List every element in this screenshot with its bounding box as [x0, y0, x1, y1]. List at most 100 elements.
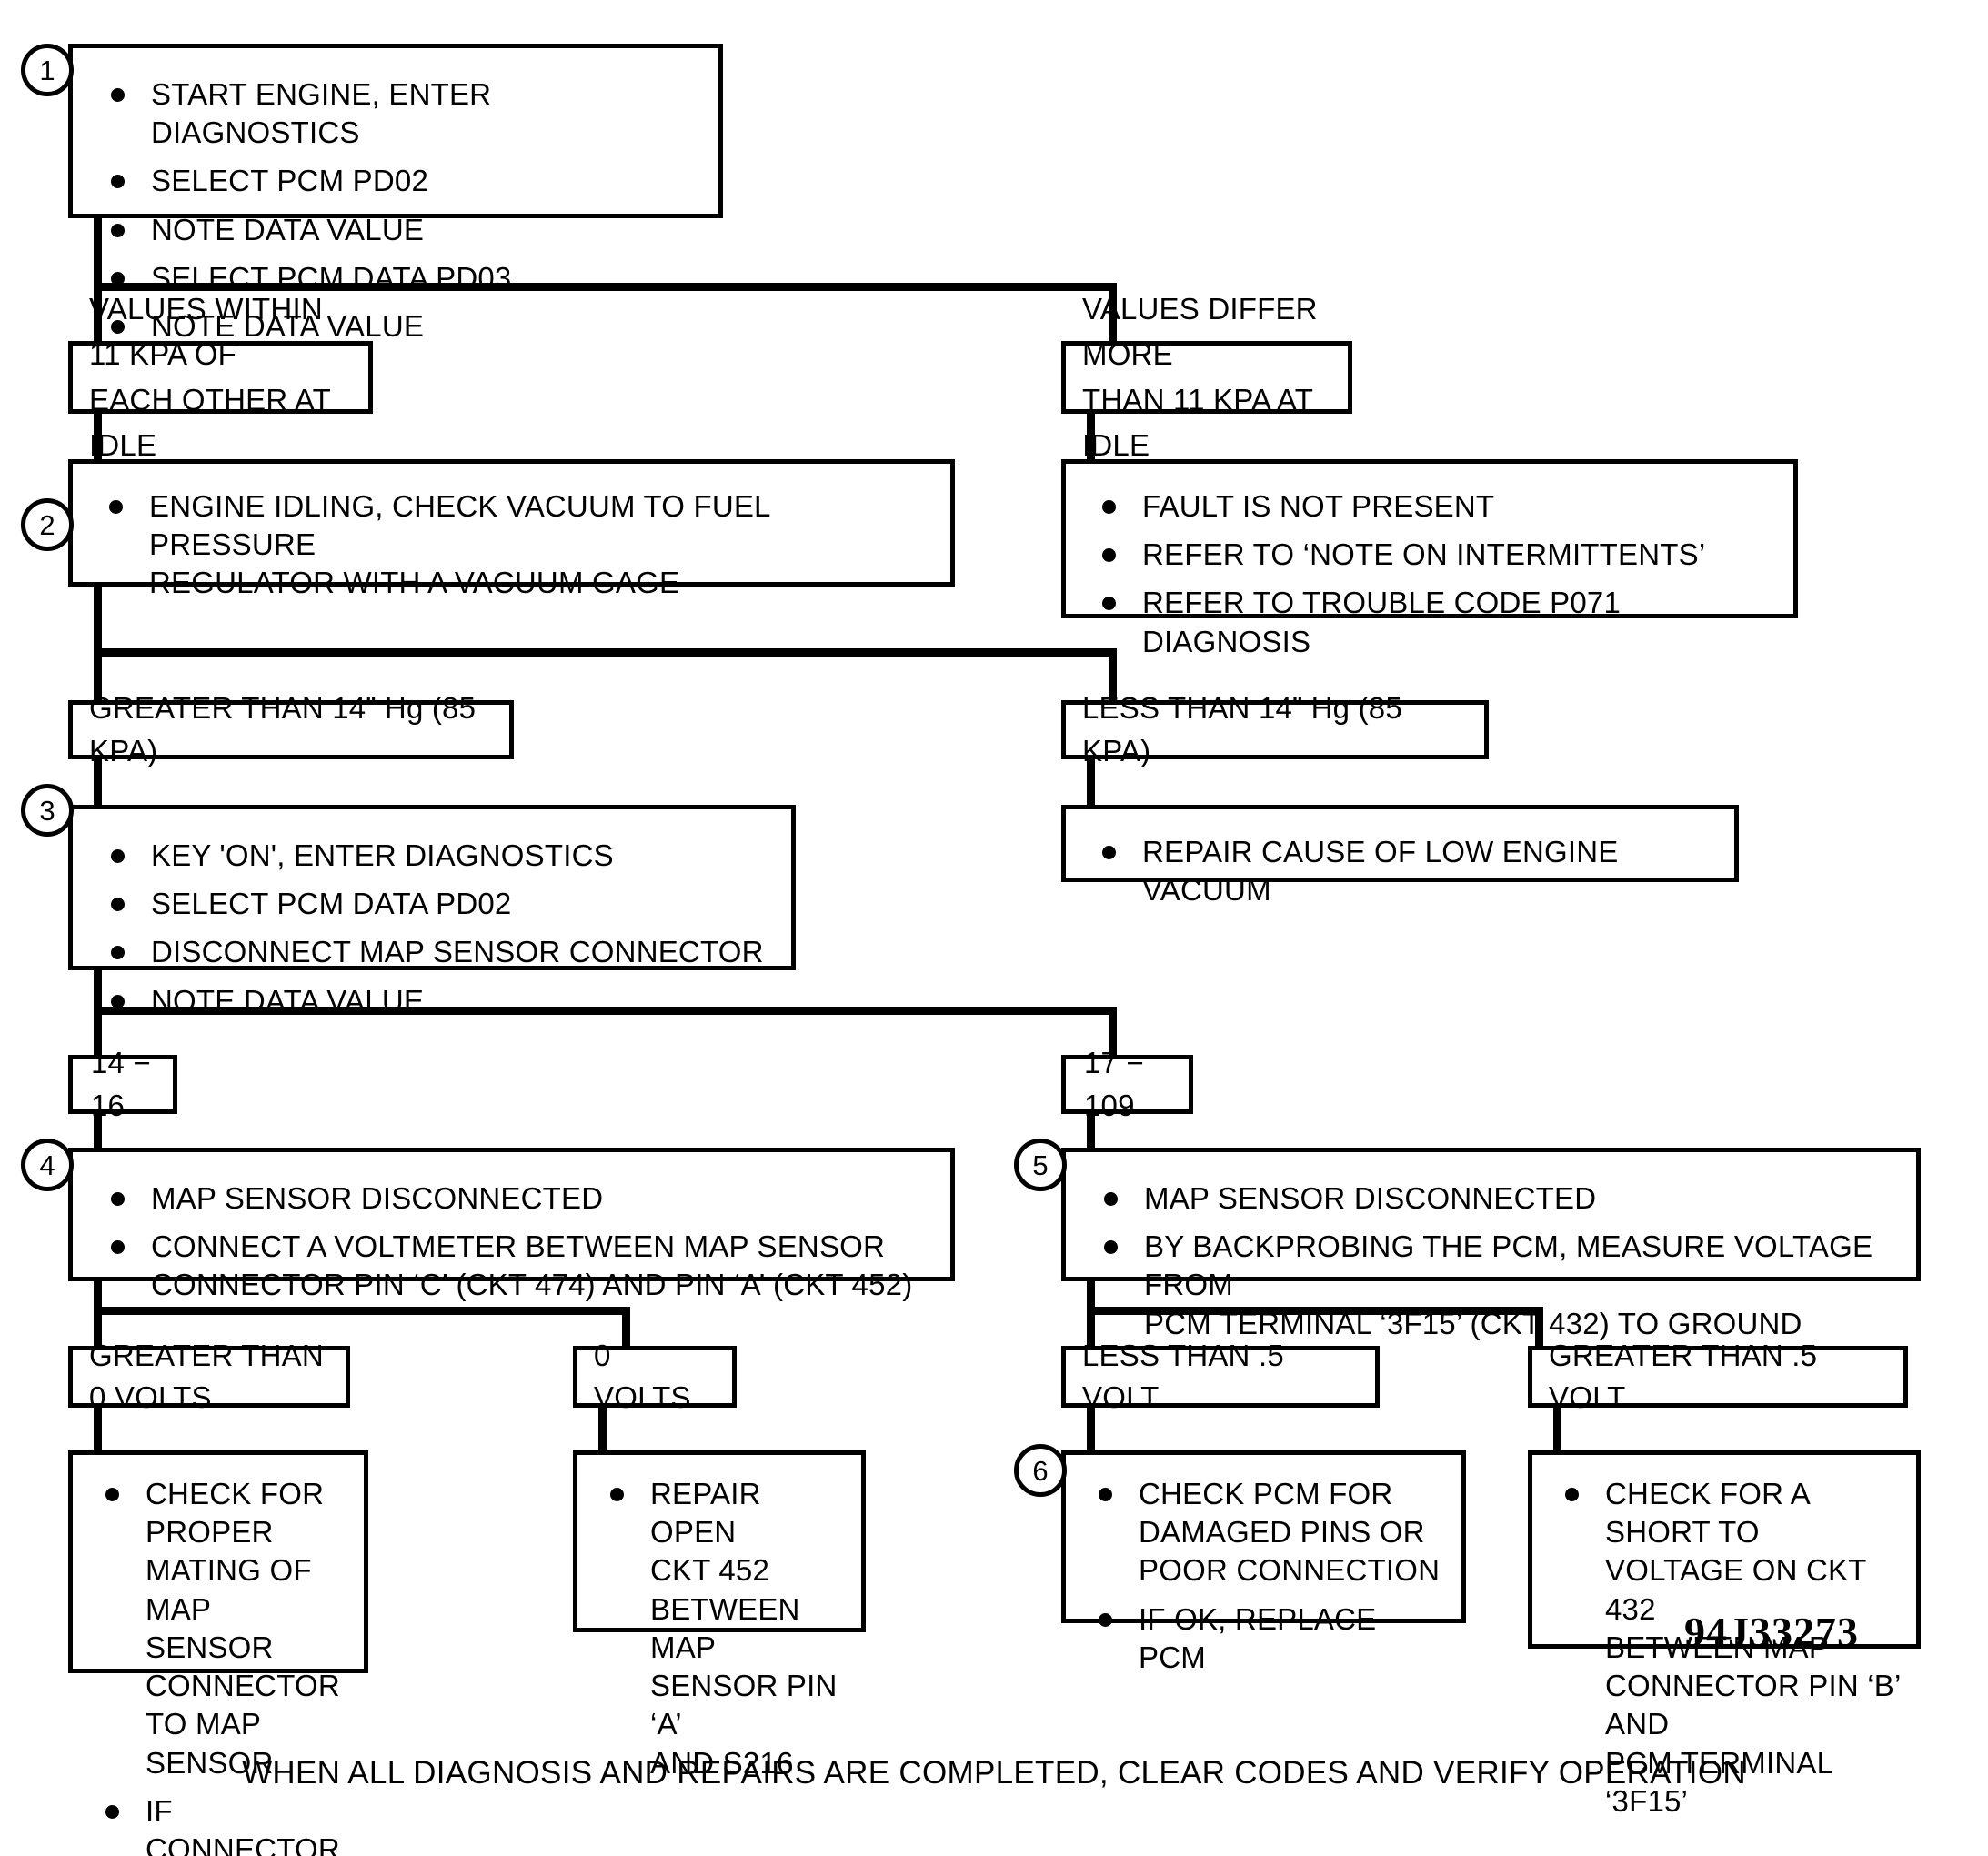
bullet-icon [1565, 1488, 1579, 1501]
bullet-icon [111, 271, 125, 286]
bullet-icon [111, 223, 125, 237]
step-5-box: MAP SENSOR DISCONNECTED BY BACKPROBING T… [1061, 1148, 1921, 1340]
step-3-item-0: KEY 'ON', ENTER DIAGNOSTICS [151, 838, 614, 872]
connector-step2-down [94, 584, 102, 655]
step-4-box: MAP SENSOR DISCONNECTED CONNECT A VOLTME… [68, 1148, 955, 1301]
outcome-fault-not-present-list: FAULT IS NOT PRESENT REFER TO ‘NOTE ON I… [1086, 487, 1777, 661]
outcome-check-mating-item-1: IF CONNECTOR IS OK, REPLACE MAP SENSOR [146, 1793, 340, 1856]
condition-volts-less-half-text: LESS THAN .5 VOLT [1082, 1338, 1284, 1414]
bullet-icon [111, 994, 125, 1008]
step-3-item-3: NOTE DATA VALUE [151, 983, 425, 1018]
bullet-icon [1102, 597, 1116, 611]
connector-volts-greater-half-down [1553, 1403, 1561, 1456]
step-1-item-1: SELECT PCM PD02 [151, 164, 428, 198]
list-item: CHECK FOR A SHORT TO VOLTAGE ON CKT 432 … [1549, 1475, 1903, 1821]
list-item: START ENGINE, ENTER DIAGNOSTICS [95, 75, 698, 152]
step-5-list: MAP SENSOR DISCONNECTED BY BACKPROBING T… [1088, 1179, 1896, 1343]
outcome-check-mating-box: CHECK FOR PROPER MATING OF MAP SENSOR CO… [68, 1450, 368, 1856]
step-6-box: CHECK PCM FOR DAMAGED PINS OR POOR CONNE… [1061, 1450, 1466, 1674]
step-6-item-0: CHECK PCM FOR DAMAGED PINS OR POOR CONNE… [1139, 1477, 1441, 1588]
outcome-check-mating-list: CHECK FOR PROPER MATING OF MAP SENSOR CO… [89, 1475, 351, 1856]
condition-range-low-text: 14 − 16 [91, 1046, 151, 1122]
condition-vacuum-greater-text: GREATER THAN 14” Hg (85 KPA) [89, 691, 477, 767]
condition-vacuum-greater-box: GREATER THAN 14” Hg (85 KPA) [68, 691, 514, 767]
step-1-item-3: SELECT PCM DATA PD03 [151, 260, 512, 295]
bullet-icon [111, 1240, 125, 1255]
list-item: SELECT PCM PD02 [95, 162, 698, 200]
bullet-icon [111, 849, 125, 863]
condition-range-high-box: 17 − 109 [1061, 1046, 1193, 1122]
step-4-item-0: MAP SENSOR DISCONNECTED [151, 1181, 604, 1215]
step-number-6-label: 6 [1032, 1454, 1049, 1487]
list-item: IF CONNECTOR IS OK, REPLACE MAP SENSOR [89, 1792, 351, 1856]
list-item: CHECK FOR PROPER MATING OF MAP SENSOR CO… [89, 1475, 351, 1782]
list-item: REPAIR OPEN CKT 452 BETWEEN MAP SENSOR P… [594, 1475, 848, 1782]
list-item: NOTE DATA VALUE [95, 307, 698, 346]
outcome-repair-low-vacuum-item-0: REPAIR CAUSE OF LOW ENGINE VACUUM [1142, 835, 1619, 908]
footer-note: WHEN ALL DIAGNOSIS AND REPAIRS ARE COMPL… [242, 1755, 1746, 1791]
connector-range-high-down [1087, 1109, 1095, 1162]
connector-branch-c-right-down [1109, 1007, 1117, 1061]
step-number-5: 5 [1014, 1139, 1067, 1191]
step-4-list: MAP SENSOR DISCONNECTED CONNECT A VOLTME… [95, 1179, 930, 1305]
outcome-repair-open-ckt452-box: REPAIR OPEN CKT 452 BETWEEN MAP SENSOR P… [573, 1450, 866, 1780]
list-item: REFER TO ‘NOTE ON INTERMITTENTS’ [1086, 536, 1777, 574]
condition-range-high-text: 17 − 109 [1084, 1046, 1144, 1122]
condition-volts-greater-half-text: GREATER THAN .5 VOLT [1549, 1338, 1818, 1414]
step-3-box: KEY 'ON', ENTER DIAGNOSTICS SELECT PCM D… [68, 805, 796, 1018]
connector-step3-down [94, 968, 102, 1033]
condition-volts-greater-zero-box: GREATER THAN 0 VOLTS [68, 1339, 350, 1414]
outcome-check-short-ckt432-list: CHECK FOR A SHORT TO VOLTAGE ON CKT 432 … [1549, 1475, 1903, 1821]
bullet-icon [105, 1488, 119, 1501]
step-2-item-0: ENGINE IDLING, CHECK VACUUM TO FUEL PRES… [149, 489, 770, 600]
step-2-list: ENGINE IDLING, CHECK VACUUM TO FUEL PRES… [93, 487, 934, 603]
condition-values-differ-text: VALUES DIFFER MORE THAN 11 KPA AT IDLE [1082, 291, 1318, 463]
list-item: MAP SENSOR DISCONNECTED [1088, 1179, 1896, 1218]
connector-branch-d-left [94, 1307, 630, 1315]
condition-values-within-box: VALUES WITHIN 11 KPA OF EACH OTHER AT ID… [68, 292, 373, 462]
bullet-icon [105, 1804, 119, 1819]
step-3-item-2: DISCONNECT MAP SENSOR CONNECTOR [151, 935, 764, 969]
list-item: DISCONNECT MAP SENSOR CONNECTOR [95, 933, 771, 971]
connector-volts-greater-zero-down [94, 1403, 102, 1456]
bullet-icon [111, 898, 125, 912]
bullet-icon [1102, 548, 1116, 563]
bullet-icon [1104, 1192, 1118, 1206]
outcome-check-mating-item-0: CHECK FOR PROPER MATING OF MAP SENSOR CO… [146, 1477, 340, 1780]
list-item: CHECK PCM FOR DAMAGED PINS OR POOR CONNE… [1082, 1475, 1449, 1590]
list-item: SELECT PCM DATA PD03 [95, 259, 698, 297]
step-number-1-label: 1 [39, 54, 55, 86]
connector-step1-down [94, 216, 102, 287]
bullet-icon [109, 500, 123, 514]
step-number-4-label: 4 [39, 1149, 55, 1181]
condition-values-differ-box: VALUES DIFFER MORE THAN 11 KPA AT IDLE [1061, 292, 1352, 462]
step-number-3-label: 3 [39, 794, 55, 827]
step-number-2-label: 2 [39, 508, 55, 541]
condition-volts-zero-text: 0 VOLTS [594, 1338, 691, 1414]
connector-volts-zero-down [598, 1403, 607, 1456]
connector-range-low-down [94, 1109, 102, 1162]
outcome-fault-item-1: REFER TO ‘NOTE ON INTERMITTENTS’ [1142, 537, 1706, 572]
condition-volts-zero-box: 0 VOLTS [573, 1339, 737, 1414]
step-1-item-0: START ENGINE, ENTER DIAGNOSTICS [151, 77, 492, 150]
list-item: REFER TO TROUBLE CODE P071 DIAGNOSIS [1086, 584, 1777, 660]
outcome-repair-open-ckt452-item-0: REPAIR OPEN CKT 452 BETWEEN MAP SENSOR P… [650, 1477, 838, 1780]
list-item: CONNECT A VOLTMETER BETWEEN MAP SENSOR C… [95, 1228, 930, 1304]
connector-branch-b-right-down [1109, 648, 1117, 705]
connector-vacuum-greater-down [94, 755, 102, 809]
connector-volts-less-half-down [1087, 1403, 1095, 1456]
connector-branch-b-left-down [94, 648, 102, 705]
condition-values-within-text: VALUES WITHIN 11 KPA OF EACH OTHER AT ID… [89, 291, 331, 463]
bullet-icon [111, 88, 125, 102]
step-6-list: CHECK PCM FOR DAMAGED PINS OR POOR CONNE… [1082, 1475, 1449, 1677]
outcome-fault-item-0: FAULT IS NOT PRESENT [1142, 489, 1495, 523]
connector-branch-c-left-down [94, 1007, 102, 1061]
bullet-icon [1099, 1612, 1112, 1627]
list-item: MAP SENSOR DISCONNECTED [95, 1179, 930, 1218]
step-1-list: START ENGINE, ENTER DIAGNOSTICS SELECT P… [95, 75, 698, 346]
connector-values-differ-down [1087, 409, 1095, 464]
list-item: ENGINE IDLING, CHECK VACUUM TO FUEL PRES… [93, 487, 934, 603]
connector-branch-a-left-down [94, 283, 102, 345]
list-item: NOTE DATA VALUE [95, 982, 771, 1020]
